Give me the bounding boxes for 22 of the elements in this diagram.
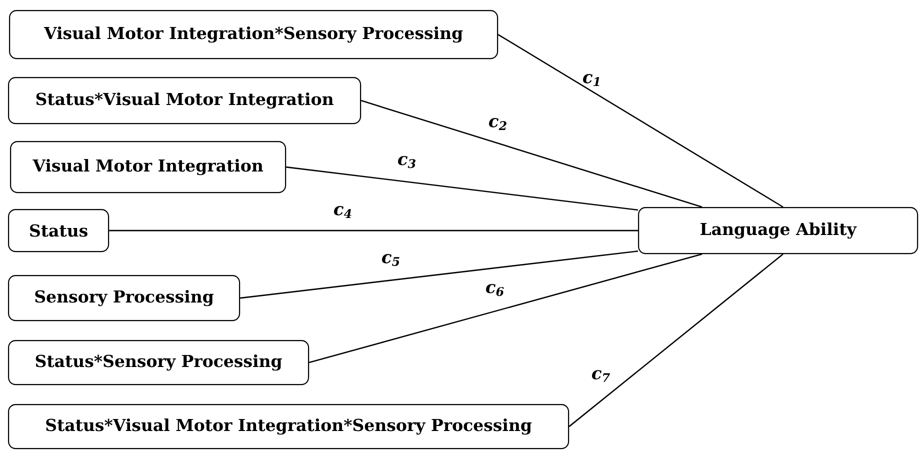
edge-label: c$_{6}$ bbox=[486, 284, 504, 296]
edge-label: c$_{5}$ bbox=[382, 254, 400, 266]
variable-box: Status*Visual Motor Integration*Sensory Processing bbox=[8, 404, 570, 450]
variable-box: Status*Visual Motor Integration bbox=[8, 77, 362, 124]
variable-box: Sensory Processing bbox=[8, 275, 240, 322]
edge-label: c$_{4}$ bbox=[334, 206, 352, 218]
path-line bbox=[240, 250, 638, 299]
variable-box: Status*Sensory Processing bbox=[8, 340, 310, 386]
variable-box: Visual Motor Integration bbox=[10, 141, 286, 194]
path-line bbox=[308, 253, 702, 364]
variable-box: Language Ability bbox=[638, 207, 918, 254]
path-line bbox=[286, 166, 638, 211]
path-line bbox=[568, 254, 784, 428]
edge-label: c$_{3}$ bbox=[398, 156, 416, 168]
path-line bbox=[360, 100, 702, 208]
edge-label: c$_{1}$ bbox=[583, 74, 600, 86]
variable-box: Visual Motor Integration*Sensory Processing bbox=[9, 10, 498, 60]
path-line bbox=[109, 230, 638, 232]
edge-label: c$_{2}$ bbox=[489, 118, 506, 130]
variable-box: Status bbox=[8, 209, 110, 252]
edge-label: c$_{7}$ bbox=[592, 370, 610, 382]
path-line bbox=[498, 34, 784, 208]
